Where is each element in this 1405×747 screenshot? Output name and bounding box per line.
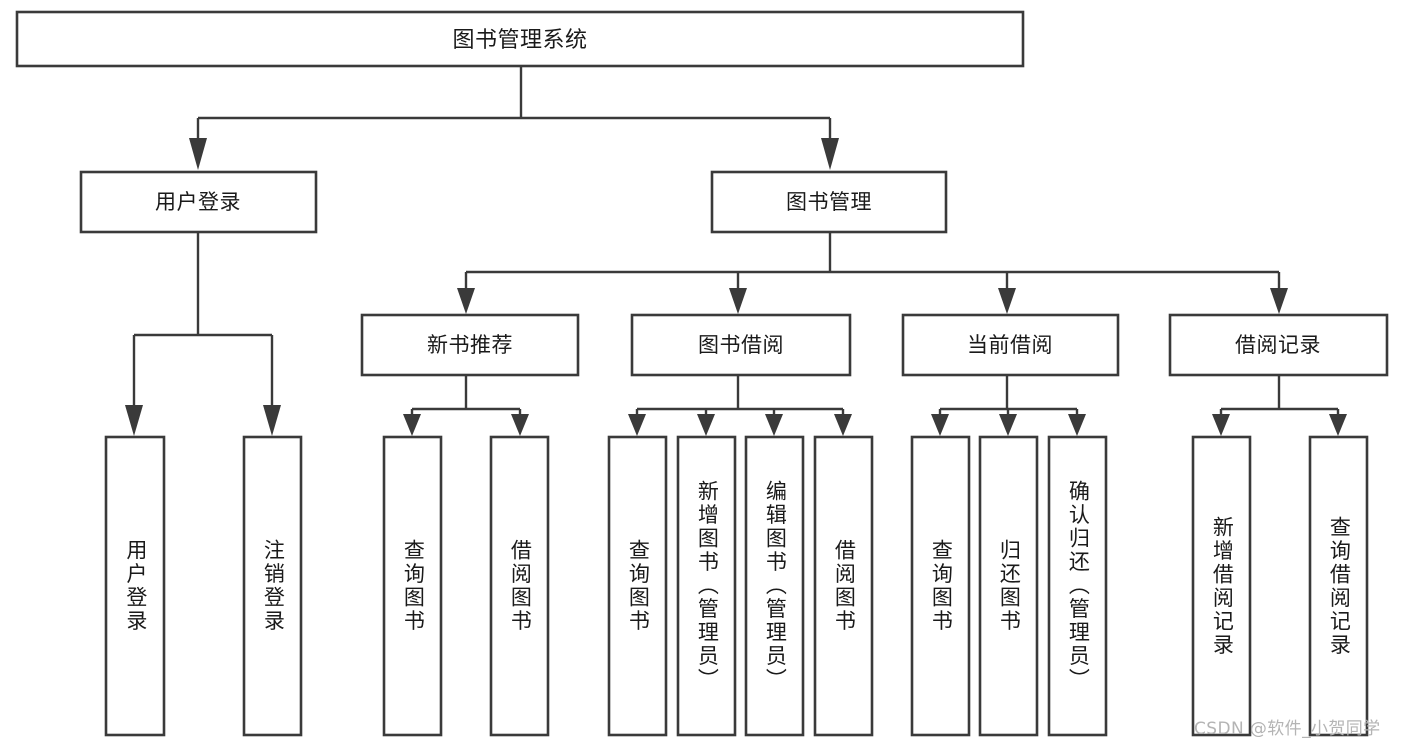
leaf-box-logout[interactable] (242, 435, 303, 737)
node-box-user-login[interactable] (79, 170, 318, 234)
arrow-head-leaf-query-record (1329, 414, 1347, 436)
arrow-head-current-borrow (998, 288, 1016, 314)
leaf-box-return-book[interactable] (978, 435, 1039, 737)
arrow-head-leaf-return-book (999, 414, 1017, 436)
node-label-book-manage: 图书管理 (786, 190, 872, 214)
arrow-head-leaf-add-record (1212, 414, 1230, 436)
leaf-box-confirm-return[interactable] (1047, 435, 1108, 737)
node-label-user-login: 用户登录 (155, 190, 241, 214)
arrow-head-leaf-logout (263, 405, 281, 436)
leaf-box-query-book-a[interactable] (382, 435, 443, 737)
leaf-box-query-record[interactable] (1308, 435, 1369, 737)
arrow-head-user-login (189, 138, 207, 170)
connector-group-book-borrow (628, 375, 852, 436)
arrow-head-leaf-borrow-book-a (511, 414, 529, 436)
leaf-box-user-login[interactable] (104, 435, 166, 737)
node-label-new-book-rec: 新书推荐 (427, 333, 513, 357)
node-box-current-borrow[interactable] (901, 313, 1120, 377)
connector-group-current-borrow (931, 375, 1086, 436)
node-label-current-borrow: 当前借阅 (967, 333, 1053, 357)
node-label-root: 图书管理系统 (452, 28, 587, 53)
leaf-box-borrow-book-a[interactable] (489, 435, 550, 737)
arrow-head-leaf-user-login (125, 405, 143, 436)
connector-group-book-manage (457, 232, 1288, 314)
arrow-head-leaf-confirm-return (1068, 414, 1086, 436)
node-box-book-manage[interactable] (710, 170, 948, 234)
leaf-box-borrow-book-b[interactable] (813, 435, 874, 737)
arrow-head-leaf-add-book (697, 414, 715, 436)
arrow-head-borrow-record (1270, 288, 1288, 314)
arrow-head-book-borrow (729, 288, 747, 314)
connector-group-new-book-rec (403, 375, 529, 436)
arrow-head-book-manage (821, 138, 839, 170)
node-box-root[interactable] (15, 10, 1025, 68)
connector-group-root (189, 66, 839, 170)
node-box-borrow-record[interactable] (1168, 313, 1389, 377)
node-box-new-book-rec[interactable] (360, 313, 580, 377)
leaf-box-edit-book[interactable] (744, 435, 805, 737)
leaf-box-query-book-c[interactable] (910, 435, 971, 737)
arrow-head-leaf-query-book-a (403, 414, 421, 436)
arrow-head-leaf-borrow-book-b (834, 414, 852, 436)
node-box-book-borrow[interactable] (630, 313, 852, 377)
csdn-watermark: CSDN @软件_小贺同学 (1194, 719, 1381, 739)
arrow-head-leaf-edit-book (765, 414, 783, 436)
connector-group-borrow-record (1212, 375, 1347, 436)
arrow-head-new-book-rec (457, 288, 475, 314)
node-label-borrow-record: 借阅记录 (1235, 333, 1321, 357)
arrow-head-leaf-query-book-b (628, 414, 646, 436)
arrow-head-leaf-query-book-c (931, 414, 949, 436)
leaf-box-add-record[interactable] (1191, 435, 1252, 737)
leaf-box-add-book[interactable] (676, 435, 737, 737)
node-label-book-borrow: 图书借阅 (698, 333, 784, 357)
leaf-box-query-book-b[interactable] (607, 435, 668, 737)
connector-group-user-login (125, 232, 281, 436)
